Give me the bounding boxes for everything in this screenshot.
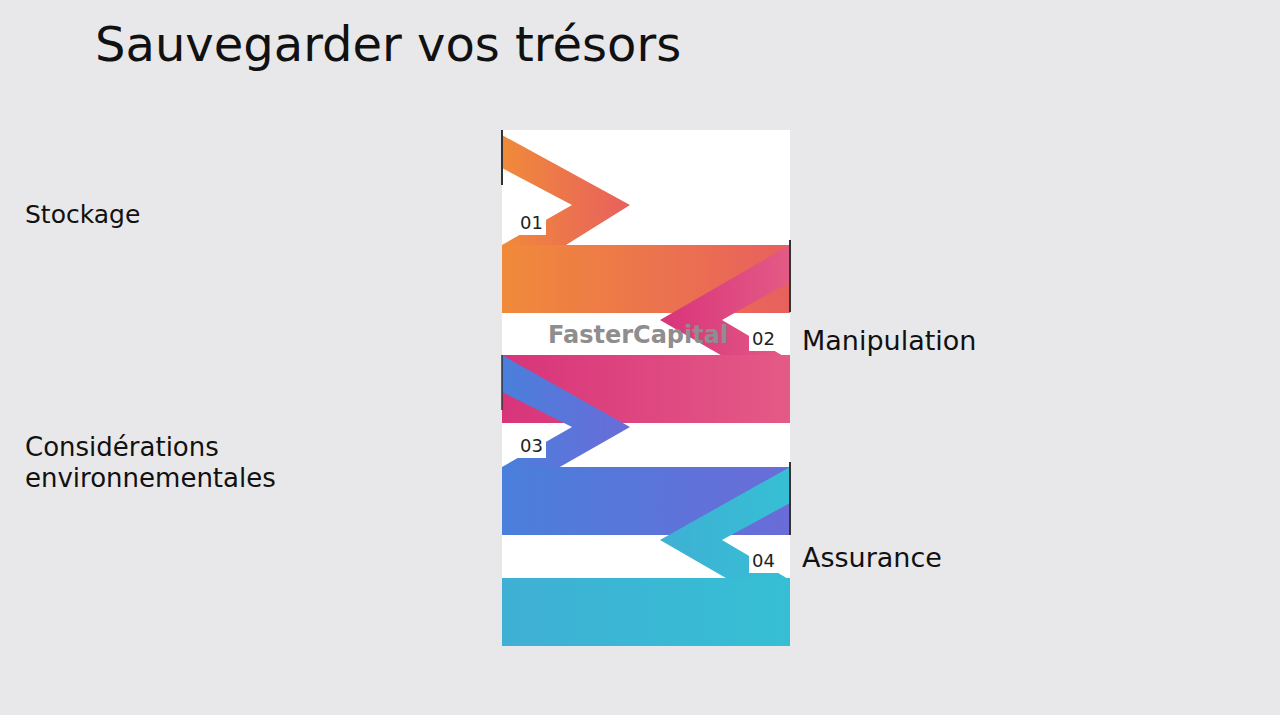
ribbon <box>502 130 790 646</box>
slide-title: Sauvegarder vos trésors <box>95 16 681 74</box>
step-label: Considérations environnementales <box>25 432 355 494</box>
callout-number: 03 <box>517 434 546 458</box>
step-label: Stockage <box>25 200 140 230</box>
callout-number: 02 <box>749 327 778 351</box>
callout-number: 01 <box>517 211 546 235</box>
callout-number: 04 <box>749 549 778 573</box>
watermark: FasterCapital <box>548 321 728 350</box>
step-label: Manipulation <box>802 325 976 357</box>
step-label: Assurance <box>802 542 942 574</box>
